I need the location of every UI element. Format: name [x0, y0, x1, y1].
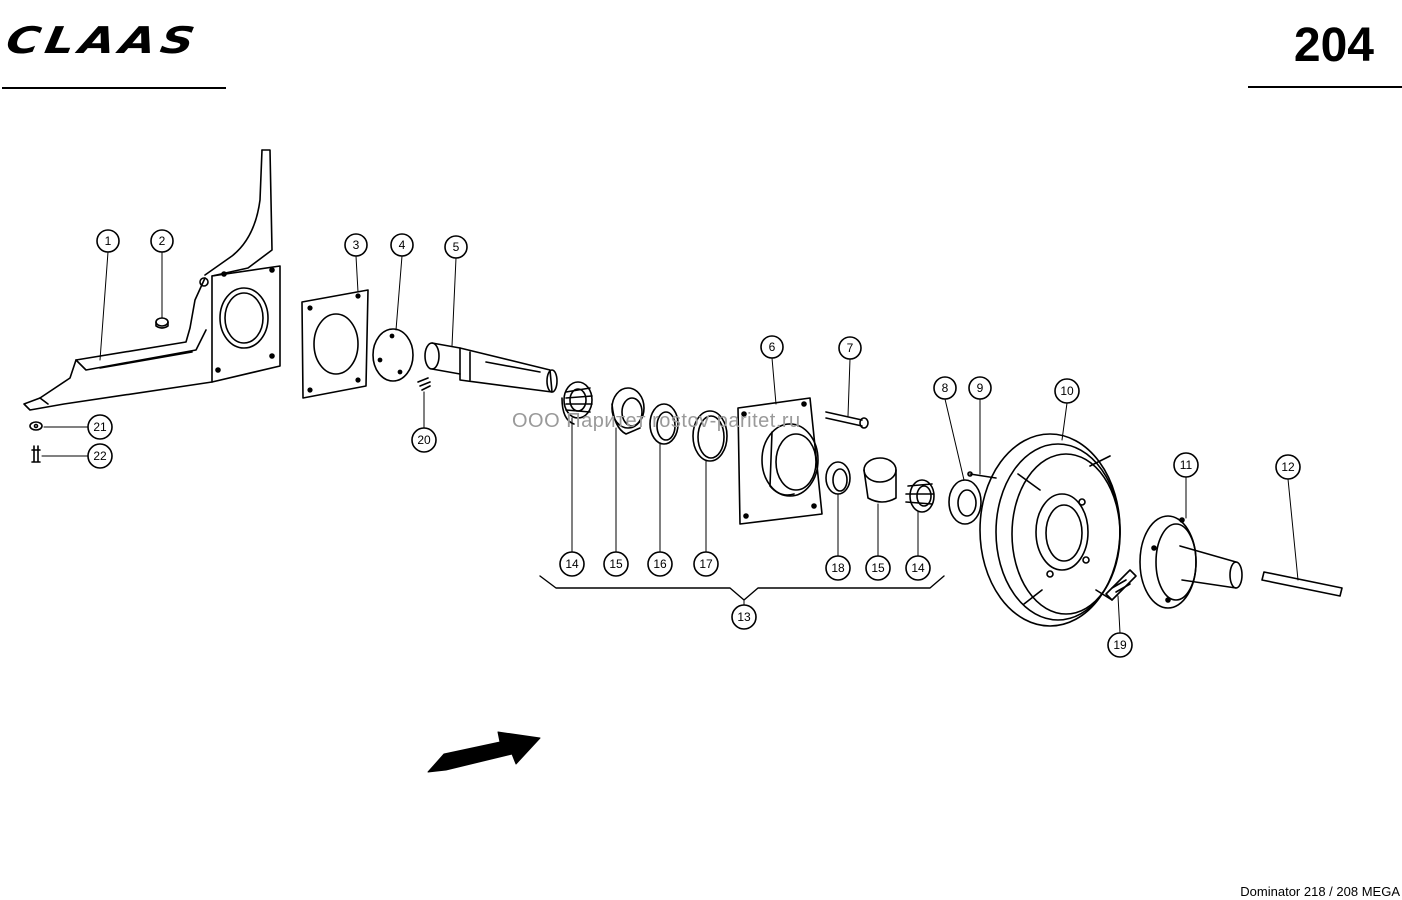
svg-text:12: 12 — [1281, 460, 1295, 474]
model-label: Dominator 218 / 208 MEGA — [1240, 884, 1400, 899]
svg-text:15: 15 — [871, 561, 885, 575]
callout-15-left: 15 — [603, 551, 629, 577]
callout-11: 11 — [1173, 452, 1199, 478]
part-4-cover-disc — [372, 328, 414, 382]
part-18-ring — [825, 461, 851, 495]
callout-6: 6 — [760, 335, 784, 359]
callout-22: 22 — [87, 443, 113, 469]
callout-5: 5 — [444, 235, 468, 259]
svg-text:13: 13 — [737, 610, 751, 624]
part-15-cup-left — [611, 387, 645, 435]
part-10-pulley — [979, 433, 1121, 627]
callout-4: 4 — [390, 233, 414, 257]
part-14-bearing-right — [905, 479, 935, 513]
svg-text:6: 6 — [769, 340, 776, 354]
part-3-gasket — [301, 289, 369, 399]
svg-text:14: 14 — [565, 557, 579, 571]
svg-text:1: 1 — [105, 234, 112, 248]
callout-14-left: 14 — [559, 551, 585, 577]
header-rule-left — [2, 87, 226, 89]
callout-12: 12 — [1275, 454, 1301, 480]
svg-text:21: 21 — [93, 420, 107, 434]
part-21-washer — [29, 421, 43, 431]
watermark-text: ООО Паритет rostov-paritet.ru — [512, 410, 801, 432]
svg-text:8: 8 — [942, 381, 949, 395]
part-17-circlip — [692, 410, 728, 462]
header-rule-right — [1248, 86, 1402, 88]
part-11-hub — [1139, 515, 1243, 609]
part-22-bolt — [31, 445, 41, 463]
callout-20: 20 — [411, 427, 437, 453]
svg-text:14: 14 — [911, 561, 925, 575]
svg-text:20: 20 — [417, 433, 431, 447]
part-19-spline — [1105, 569, 1137, 601]
part-5-shaft — [424, 342, 558, 393]
svg-text:15: 15 — [609, 557, 623, 571]
callout-1: 1 — [96, 229, 120, 253]
callout-9: 9 — [968, 376, 992, 400]
part-1-frame-bracket — [23, 149, 281, 411]
svg-text:19: 19 — [1113, 638, 1127, 652]
svg-text:3: 3 — [353, 238, 360, 252]
callout-13: 13 — [731, 599, 757, 630]
svg-text:16: 16 — [653, 557, 667, 571]
callout-14-right: 14 — [905, 555, 931, 581]
part-16-seal — [649, 403, 679, 445]
callout-8: 8 — [933, 376, 957, 400]
svg-text:22: 22 — [93, 449, 107, 463]
svg-text:2: 2 — [159, 234, 166, 248]
part-8-washer — [948, 479, 982, 525]
svg-text:5: 5 — [453, 240, 460, 254]
svg-text:7: 7 — [847, 341, 854, 355]
part-6-bearing-housing — [737, 397, 823, 525]
callout-3: 3 — [344, 233, 368, 257]
callout-2: 2 — [150, 229, 174, 253]
callout-18: 18 — [825, 555, 851, 581]
svg-text:17: 17 — [699, 557, 713, 571]
svg-text:10: 10 — [1060, 384, 1074, 398]
callout-19: 19 — [1107, 632, 1133, 658]
svg-text:11: 11 — [1180, 458, 1193, 472]
svg-text:18: 18 — [831, 561, 845, 575]
part-7-bolt — [825, 411, 869, 429]
callout-15-right: 15 — [865, 555, 891, 581]
part-12-key — [1261, 571, 1343, 597]
direction-arrow — [427, 731, 541, 773]
svg-text:9: 9 — [977, 381, 984, 395]
part-15-cup-right — [863, 457, 897, 503]
svg-text:4: 4 — [399, 238, 406, 252]
callout-7: 7 — [838, 336, 862, 360]
leader-lines — [41, 251, 1299, 634]
callout-16: 16 — [647, 551, 673, 577]
page-number: 204 — [1293, 19, 1374, 72]
callout-17: 17 — [693, 551, 719, 577]
callout-21: 21 — [87, 414, 113, 440]
callout-10: 10 — [1054, 378, 1080, 404]
part-2-nut — [155, 317, 169, 329]
